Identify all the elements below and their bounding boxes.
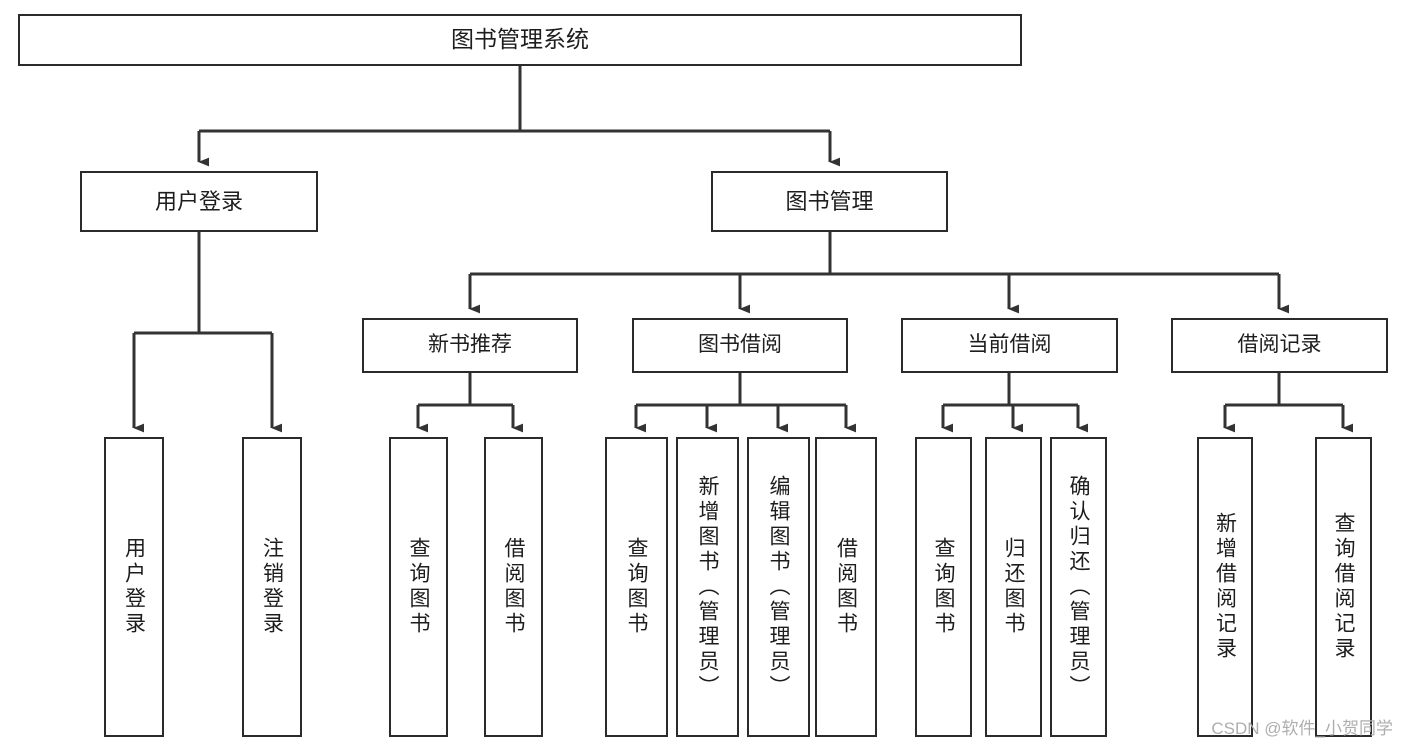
node-leaf-borrow-book-2-label: 借阅图书 — [834, 537, 858, 637]
node-leaf-add-record[interactable]: 新增借阅记录 — [1197, 437, 1253, 737]
node-book-borrow-label: 图书借阅 — [698, 333, 782, 357]
node-current-borrow-label: 当前借阅 — [967, 333, 1052, 357]
node-leaf-return-book[interactable]: 归还图书 — [985, 437, 1042, 737]
node-book-manage-label: 图书管理 — [785, 188, 874, 214]
node-root-label: 图书管理系统 — [451, 26, 589, 53]
node-leaf-borrow-book-1-label: 借阅图书 — [502, 537, 525, 637]
node-leaf-user-login-label: 用户登录 — [122, 537, 146, 637]
node-leaf-query-record-label: 查询借阅记录 — [1332, 512, 1355, 662]
node-user-login-label: 用户登录 — [154, 188, 243, 214]
node-leaf-query-record[interactable]: 查询借阅记录 — [1315, 437, 1372, 737]
node-leaf-user-login[interactable]: 用户登录 — [104, 437, 164, 737]
node-leaf-query-book-2-label: 查询图书 — [625, 537, 648, 637]
node-leaf-query-book-1-label: 查询图书 — [407, 537, 430, 637]
node-leaf-add-record-label: 新增借阅记录 — [1213, 512, 1237, 662]
node-leaf-logout[interactable]: 注销登录 — [242, 437, 302, 737]
node-leaf-borrow-book-2[interactable]: 借阅图书 — [815, 437, 877, 737]
node-leaf-confirm-return-label: 确认归还（管理员） — [1067, 474, 1090, 700]
node-user-login[interactable]: 用户登录 — [80, 171, 318, 232]
node-borrow-record-label: 借阅记录 — [1237, 333, 1322, 357]
node-book-manage[interactable]: 图书管理 — [711, 171, 948, 232]
node-leaf-query-book-2[interactable]: 查询图书 — [605, 437, 668, 737]
node-book-borrow[interactable]: 图书借阅 — [632, 318, 848, 373]
node-root[interactable]: 图书管理系统 — [18, 14, 1022, 66]
node-leaf-borrow-book-1[interactable]: 借阅图书 — [484, 437, 543, 737]
node-leaf-add-book[interactable]: 新增图书（管理员） — [676, 437, 739, 737]
node-new-book-recommend-label: 新书推荐 — [428, 333, 512, 357]
node-leaf-query-book-3-label: 查询图书 — [932, 537, 955, 637]
node-new-book-recommend[interactable]: 新书推荐 — [362, 318, 578, 373]
node-current-borrow[interactable]: 当前借阅 — [901, 318, 1118, 373]
node-leaf-confirm-return[interactable]: 确认归还（管理员） — [1050, 437, 1107, 737]
node-leaf-edit-book-label: 编辑图书（管理员） — [767, 474, 790, 700]
node-leaf-query-book-1[interactable]: 查询图书 — [389, 437, 448, 737]
node-leaf-add-book-label: 新增图书（管理员） — [696, 474, 719, 700]
node-leaf-query-book-3[interactable]: 查询图书 — [915, 437, 972, 737]
node-leaf-edit-book[interactable]: 编辑图书（管理员） — [747, 437, 810, 737]
node-leaf-return-book-label: 归还图书 — [1002, 537, 1025, 637]
node-leaf-logout-label: 注销登录 — [260, 537, 284, 637]
node-borrow-record[interactable]: 借阅记录 — [1171, 318, 1388, 373]
